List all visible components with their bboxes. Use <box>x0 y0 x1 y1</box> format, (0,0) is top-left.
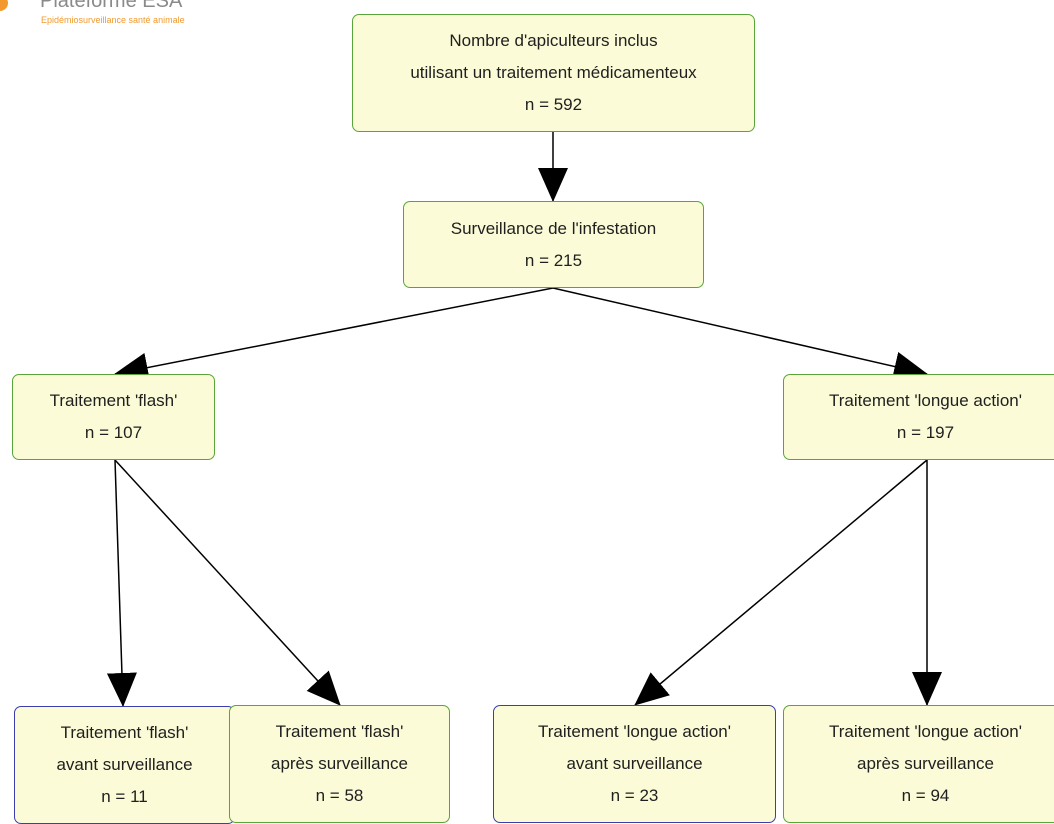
node-count: n = 197 <box>896 423 955 442</box>
node-label-line: avant surveillance <box>56 755 193 774</box>
logo-subtitle: Epidémiosurveillance santé animale <box>41 15 185 25</box>
edge-flash-to-flash-apres <box>114 459 341 706</box>
node-label-line: Traitement 'flash' <box>60 723 189 742</box>
node-label-line: Traitement 'longue action' <box>538 722 731 741</box>
node-label-line: après surveillance <box>856 754 994 773</box>
node-longue-apres-surveillance: Traitement 'longue action' après surveill… <box>783 705 1054 823</box>
node-traitement-longue-action: Traitement 'longue action' n = 197 <box>783 374 1054 460</box>
edge-longue-to-longue-avant <box>634 459 928 706</box>
node-count: n = 11 <box>101 787 148 806</box>
node-label-line: Nombre d'apiculteurs inclus <box>449 31 658 50</box>
node-count: n = 58 <box>315 786 364 805</box>
node-count: n = 215 <box>524 250 583 270</box>
logo: Plateforme ESA Epidémiosurveillance sant… <box>0 0 240 34</box>
node-label-line: Traitement 'longue action' <box>829 722 1022 741</box>
node-root: Nombre d'apiculteurs inclus utilisant un … <box>352 14 755 132</box>
logo-title: Plateforme ESA <box>40 0 183 12</box>
node-count: n = 592 <box>524 95 583 114</box>
node-count: n = 23 <box>610 786 659 805</box>
node-flash-avant-surveillance: Traitement 'flash' avant surveillance n = … <box>14 706 235 824</box>
edge-surveillance-to-longue <box>552 287 928 382</box>
logo-mark-icon <box>0 0 8 11</box>
node-count: n = 94 <box>901 786 950 805</box>
node-label-line: avant surveillance <box>566 754 703 773</box>
node-label-line: Surveillance de l'infestation <box>450 218 657 238</box>
node-label-line: Traitement 'flash' <box>49 391 178 410</box>
node-longue-avant-surveillance: Traitement 'longue action' avant surveill… <box>493 705 776 823</box>
node-flash-apres-surveillance: Traitement 'flash' après surveillance n = … <box>229 705 450 823</box>
edge-flash-to-flash-avant <box>106 459 137 707</box>
node-label-line: après surveillance <box>270 754 408 773</box>
node-label-line: Traitement 'flash' <box>275 722 404 741</box>
node-traitement-flash: Traitement 'flash' n = 107 <box>12 374 215 460</box>
node-label-line: utilisant un traitement médicamenteux <box>410 63 697 82</box>
node-label-line: Traitement 'longue action' <box>829 391 1022 410</box>
edge-surveillance-to-flash <box>114 287 554 383</box>
node-count: n = 107 <box>84 423 143 442</box>
node-surveillance: Surveillance de l'infestation n = 215 <box>403 201 704 288</box>
